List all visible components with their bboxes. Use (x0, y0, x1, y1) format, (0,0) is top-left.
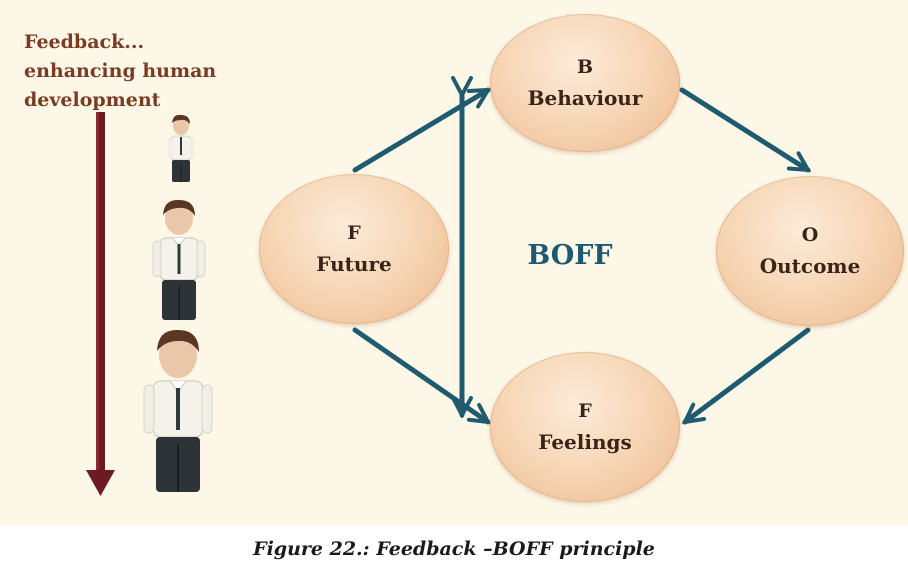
node-behaviour-letter: B (576, 56, 594, 78)
side-title-line-1: Feedback... (24, 31, 145, 53)
node-future-letter: F (347, 222, 361, 244)
center-label: BOFF (527, 240, 613, 271)
arrow-behaviour-to-outcome (679, 87, 808, 173)
node-behaviour: B Behaviour (490, 14, 680, 152)
node-outcome-letter: O (801, 224, 819, 246)
person-small-icon (168, 114, 194, 182)
figure-caption: Figure 22.: Feedback –BOFF principle (253, 538, 655, 560)
development-down-arrow (86, 112, 115, 496)
side-title-line-2: enhancing human (24, 60, 217, 82)
node-outcome-label: Outcome (759, 254, 861, 278)
node-behaviour-label: Behaviour (527, 86, 643, 110)
side-title: Feedback... enhancing human development (24, 28, 224, 115)
node-feelings-label: Feelings (538, 430, 632, 454)
side-title-line-3: development (24, 89, 161, 111)
node-future-label: Future (316, 252, 392, 276)
node-outcome: O Outcome (716, 176, 904, 326)
slide-canvas: Feedback... enhancing human development (0, 0, 908, 525)
node-feelings-letter: F (578, 400, 592, 422)
arrow-outcome-to-feelings (685, 327, 811, 422)
node-feelings: F Feelings (490, 352, 680, 502)
diagram-arrows (86, 0, 908, 496)
node-future: F Future (259, 174, 449, 324)
person-medium-icon (152, 199, 206, 320)
person-large-icon (143, 329, 213, 492)
arrow-future-to-feelings (352, 327, 488, 425)
arrow-future-to-behaviour (352, 87, 488, 173)
